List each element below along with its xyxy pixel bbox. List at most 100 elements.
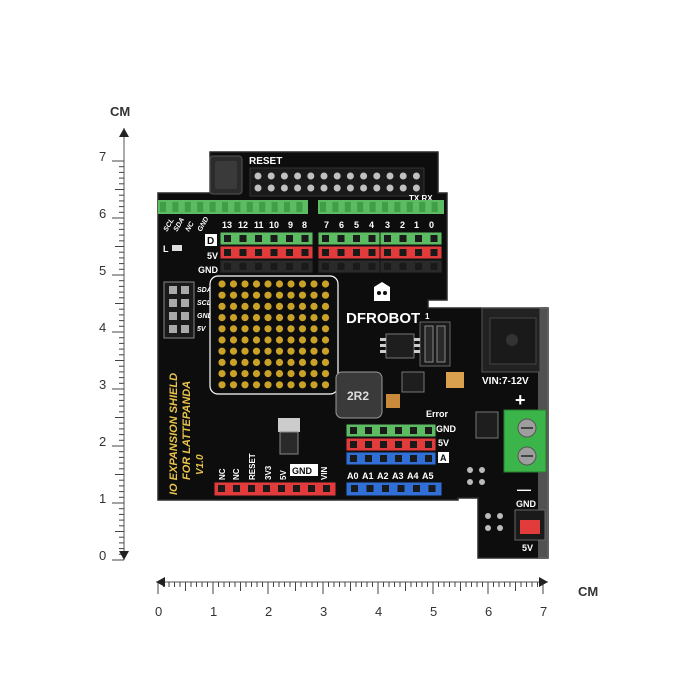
i2c-side-5v: 5V <box>197 326 207 333</box>
proto-pad <box>218 336 226 344</box>
digital-header-socket <box>270 263 278 270</box>
green-terminal-slot <box>160 202 166 212</box>
top-pin-header <box>249 167 425 197</box>
i2c-side-pin <box>181 312 189 320</box>
digital-header-socket <box>368 235 376 242</box>
green-terminal-slot <box>357 202 364 212</box>
plus-label: + <box>515 390 526 410</box>
green-terminal-slot <box>197 202 204 212</box>
apin-a1: A1 <box>362 471 374 481</box>
digital-header-socket <box>337 263 345 270</box>
analog-header-socket <box>425 441 432 448</box>
top-header-pin <box>360 172 368 180</box>
digital-header-socket <box>353 263 360 270</box>
digital-header-socket <box>368 249 376 256</box>
proto-pad <box>298 370 307 378</box>
apin-a4: A4 <box>407 471 419 481</box>
hruler-label-2: 2 <box>265 604 272 619</box>
proto-pad <box>264 291 272 299</box>
proto-pad <box>298 347 307 355</box>
digital-header-socket <box>255 263 262 270</box>
top-header-pin <box>412 184 420 192</box>
power-header-socket <box>308 485 315 492</box>
dpin-11: 11 <box>254 220 264 230</box>
proto-pad <box>321 291 330 299</box>
a-marker: A <box>440 453 447 463</box>
proto-pad <box>275 358 284 366</box>
digital-header-strip <box>379 259 443 274</box>
proto-pad <box>310 325 318 333</box>
proto-pad <box>298 381 307 389</box>
hruler-label-0: 0 <box>155 604 162 619</box>
green-terminal-slot <box>369 202 376 212</box>
a-marker-box <box>438 452 449 463</box>
top-header-pin <box>399 172 407 180</box>
capacitor-1 <box>386 394 400 408</box>
dpin-0: 0 <box>429 220 434 230</box>
top-header-pin <box>307 184 315 192</box>
proto-pad <box>310 280 318 288</box>
green-terminal-slot <box>284 202 290 212</box>
analog-header-socket <box>350 427 357 434</box>
digital-header-socket <box>255 235 262 242</box>
proto-pad <box>310 370 318 378</box>
dip-switch: 1 <box>419 312 451 367</box>
proto-pad <box>287 302 295 310</box>
power-header-socket <box>248 485 255 492</box>
proto-pad <box>229 291 238 299</box>
vin-range-label: VIN:7-12V <box>482 376 529 387</box>
proto-pad <box>264 347 272 355</box>
dpin-4: 4 <box>369 220 374 230</box>
digital-header-socket <box>322 263 329 270</box>
i2c-side-gnd: GND <box>197 313 213 320</box>
green-terminal-slot <box>344 202 351 212</box>
power-header-strip <box>213 481 337 497</box>
analog-bottom-socket <box>428 485 436 492</box>
led-l-label: L <box>163 244 169 254</box>
hruler-label-7: 7 <box>540 604 547 619</box>
horizontal-ruler-unit: CM <box>578 584 598 599</box>
digital-headers <box>219 231 443 274</box>
i2c-side-pin <box>181 286 189 294</box>
proto-pad <box>252 336 261 344</box>
txrx-label: TX RX <box>409 194 433 203</box>
proto-pad <box>298 291 307 299</box>
d-marker: D <box>207 236 214 247</box>
digital-header-socket <box>384 263 391 270</box>
proto-pad <box>275 291 284 299</box>
proto-pad <box>275 347 284 355</box>
digital-header-strip <box>379 231 443 246</box>
dfrobot-logo: DFROBOT <box>346 282 420 327</box>
via <box>497 525 503 531</box>
analog-header-socket <box>425 427 432 434</box>
proto-pad <box>218 381 226 389</box>
green-terminal-slot <box>209 202 216 212</box>
proto-pad <box>321 314 330 322</box>
proto-pad <box>229 302 238 310</box>
proto-pad <box>287 291 295 299</box>
digital-header-socket <box>239 263 247 270</box>
proto-pad <box>252 291 261 299</box>
power-header <box>213 481 337 497</box>
i2c-side-pin <box>169 312 177 320</box>
proto-pad <box>298 358 307 366</box>
top-header-pin <box>320 184 328 192</box>
analog-header-socket <box>350 455 357 462</box>
green-terminal-slot <box>296 202 303 212</box>
digital-header-socket <box>430 249 438 256</box>
board-title-line1: IO EXPANSION SHIELD <box>168 373 180 495</box>
analog-header-socket <box>365 455 372 462</box>
vruler-arrow-top <box>119 128 129 137</box>
green-terminal-slot <box>419 202 426 212</box>
apin-a3: A3 <box>392 471 404 481</box>
ppin-5v: 5V <box>279 470 288 480</box>
top-header-pin <box>373 184 381 192</box>
vruler-label-0: 0 <box>99 548 106 563</box>
proto-pad <box>218 347 226 355</box>
dpin-13: 13 <box>222 220 232 230</box>
digital-header-socket <box>224 249 231 256</box>
proto-pad <box>218 314 226 322</box>
vruler-label-5: 5 <box>99 263 106 278</box>
top-header-pin <box>294 184 302 192</box>
proto-pad <box>252 347 261 355</box>
